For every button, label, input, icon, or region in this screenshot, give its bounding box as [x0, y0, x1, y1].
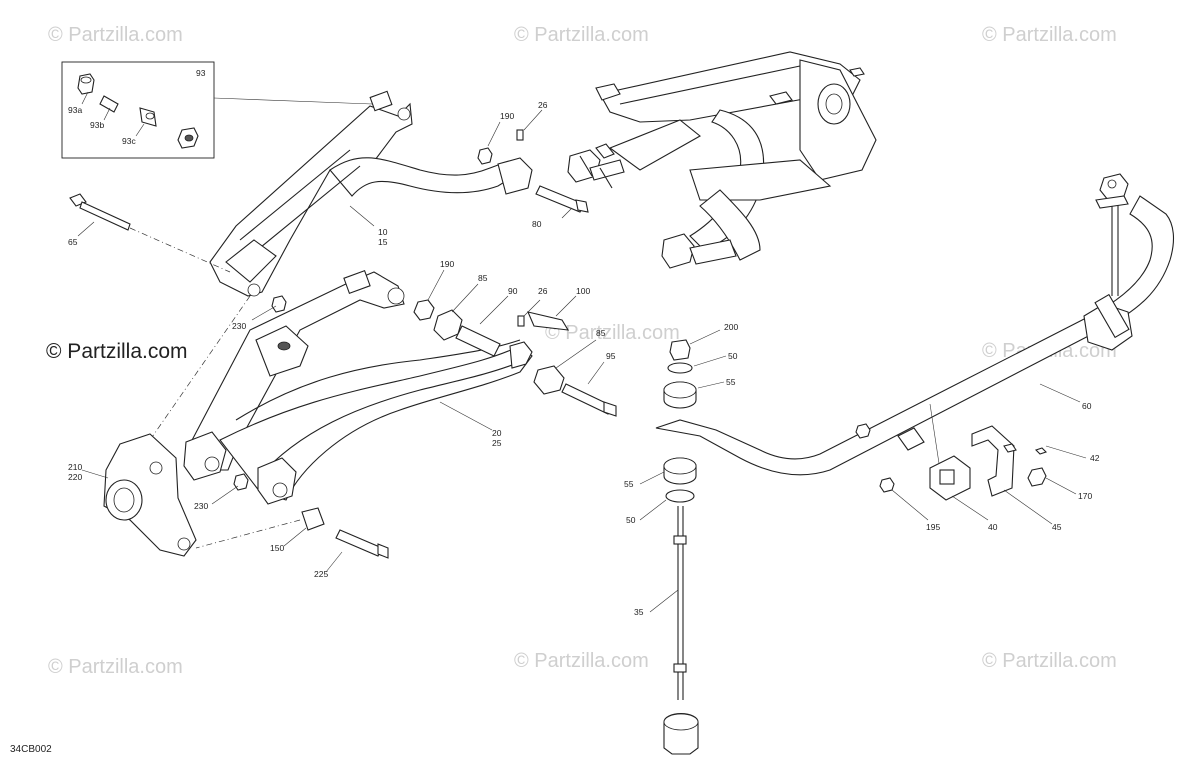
callout-15: 15 [378, 237, 388, 247]
upper-hardware [477, 129, 589, 213]
callout-93c: 93c [122, 136, 136, 146]
callout-90: 90 [508, 286, 518, 296]
callout-40: 40 [988, 522, 998, 532]
callout-210: 210 [68, 462, 82, 472]
upper-a-arm [209, 90, 533, 297]
leader-lines [77, 91, 1087, 613]
watermark: © Partzilla.com [545, 322, 680, 344]
callout-26: 26 [538, 100, 548, 110]
callout-20: 20 [492, 428, 502, 438]
watermark: © Partzilla.com [48, 24, 183, 46]
callout-200: 200 [724, 322, 738, 332]
callout-55: 55 [726, 377, 736, 387]
lower-a-arm [183, 270, 533, 505]
watermark: © Partzilla.com [514, 24, 649, 46]
callout-230: 230 [194, 501, 208, 511]
callout-85: 85 [596, 328, 606, 338]
callout-65: 65 [68, 237, 78, 247]
callout-50: 50 [626, 515, 636, 525]
callout-95: 95 [606, 351, 616, 361]
callout-230: 230 [232, 321, 246, 331]
watermark: © Partzilla.com [46, 340, 188, 363]
callout-220: 220 [68, 472, 82, 482]
callout-55: 55 [624, 479, 634, 489]
callout-93a: 93a [68, 105, 82, 115]
watermark: © Partzilla.com [982, 24, 1117, 46]
frame [567, 51, 877, 269]
bolt-65 [69, 193, 231, 273]
callout-150: 150 [270, 543, 284, 553]
callout-195: 195 [926, 522, 940, 532]
callout-10: 10 [378, 227, 388, 237]
callout-26: 26 [538, 286, 548, 296]
inset-93 [61, 61, 373, 159]
callout-80: 80 [532, 219, 542, 229]
callout-93b: 93b [90, 120, 104, 130]
knuckle [103, 295, 251, 557]
watermark: © Partzilla.com [48, 656, 183, 678]
callout-42: 42 [1090, 453, 1100, 463]
callout-85: 85 [478, 273, 488, 283]
callout-45: 45 [1052, 522, 1062, 532]
watermark: © Partzilla.com [514, 650, 649, 672]
callout-93: 93 [196, 68, 206, 78]
callout-25: 25 [492, 438, 502, 448]
callout-225: 225 [314, 569, 328, 579]
callout-60: 60 [1082, 401, 1092, 411]
callout-50: 50 [728, 351, 738, 361]
lower-hardware [195, 295, 617, 559]
callout-190: 190 [440, 259, 454, 269]
bushing-clamp [855, 403, 1048, 501]
diagram-code: 34CB002 [10, 744, 52, 755]
end-link [663, 339, 699, 755]
callout-35: 35 [634, 607, 644, 617]
callout-190: 190 [500, 111, 514, 121]
callout-100: 100 [576, 286, 590, 296]
callout-170: 170 [1078, 491, 1092, 501]
callout-labels: 93 93a 93b 93c 190 26 80 10 15 65 230 19… [68, 68, 1100, 617]
sway-bar [655, 173, 1175, 476]
watermark: © Partzilla.com [982, 650, 1117, 672]
